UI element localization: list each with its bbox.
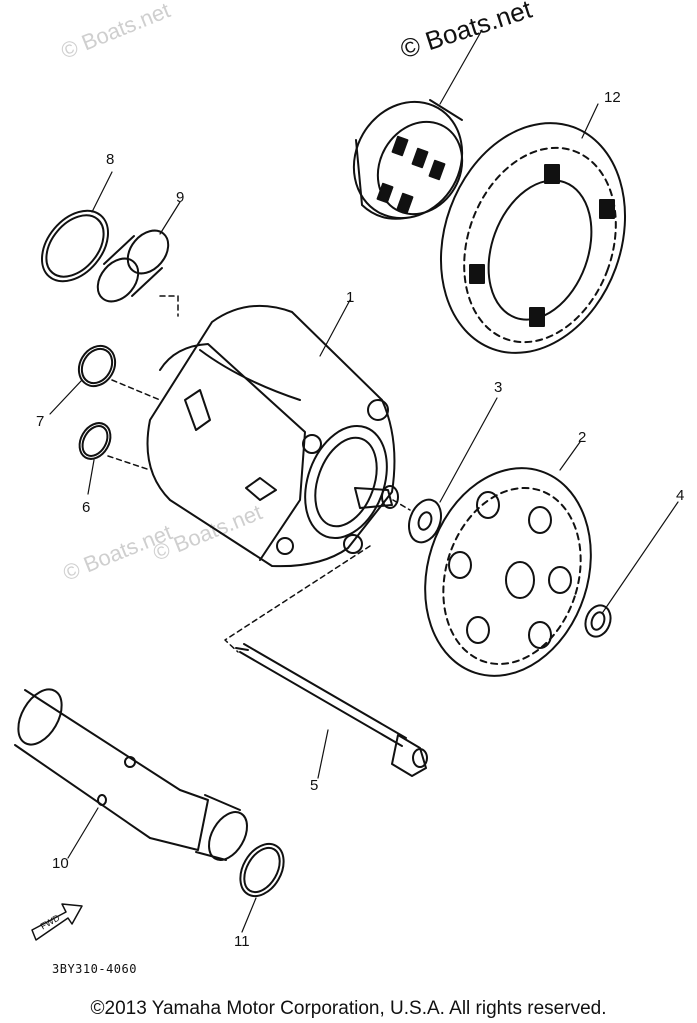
callout-11: 11	[234, 933, 250, 950]
copyright-notice: ©2013 Yamaha Motor Corporation, U.S.A. A…	[90, 998, 607, 1019]
o-ring-part-11	[239, 842, 285, 898]
forward-arrow-icon	[31, 903, 83, 941]
callout-10: 10	[52, 855, 69, 872]
large-gear-part	[439, 122, 627, 354]
callout-7: 7	[36, 413, 45, 430]
callout-6: 6	[82, 499, 91, 516]
driven-gear-part-2	[424, 467, 592, 677]
shaft-part-10	[14, 688, 248, 861]
diagram-code: 3BY310-4060	[52, 962, 137, 976]
callout-8: 8	[106, 151, 115, 168]
dashed-assembly-lines	[107, 295, 411, 653]
o-ring-part-8	[41, 209, 109, 283]
callout-5: 5	[310, 777, 319, 794]
callout-12: 12	[604, 89, 621, 106]
bolt-part-5	[235, 643, 428, 777]
o-ring-part-6	[78, 422, 112, 460]
callout-2: 2	[578, 429, 587, 446]
needle-bearing-part	[352, 99, 464, 220]
o-ring-part-7	[77, 344, 117, 388]
callout-3: 3	[494, 379, 503, 396]
callout-4: 4	[676, 487, 685, 504]
callout-9: 9	[176, 189, 185, 206]
collar-part-9	[96, 229, 170, 303]
oil-pump-body-part	[146, 304, 399, 568]
circlip-part-4	[584, 604, 612, 638]
callout-leader-lines	[49, 29, 679, 933]
callout-1: 1	[346, 289, 355, 306]
washer-part-3	[408, 498, 442, 544]
